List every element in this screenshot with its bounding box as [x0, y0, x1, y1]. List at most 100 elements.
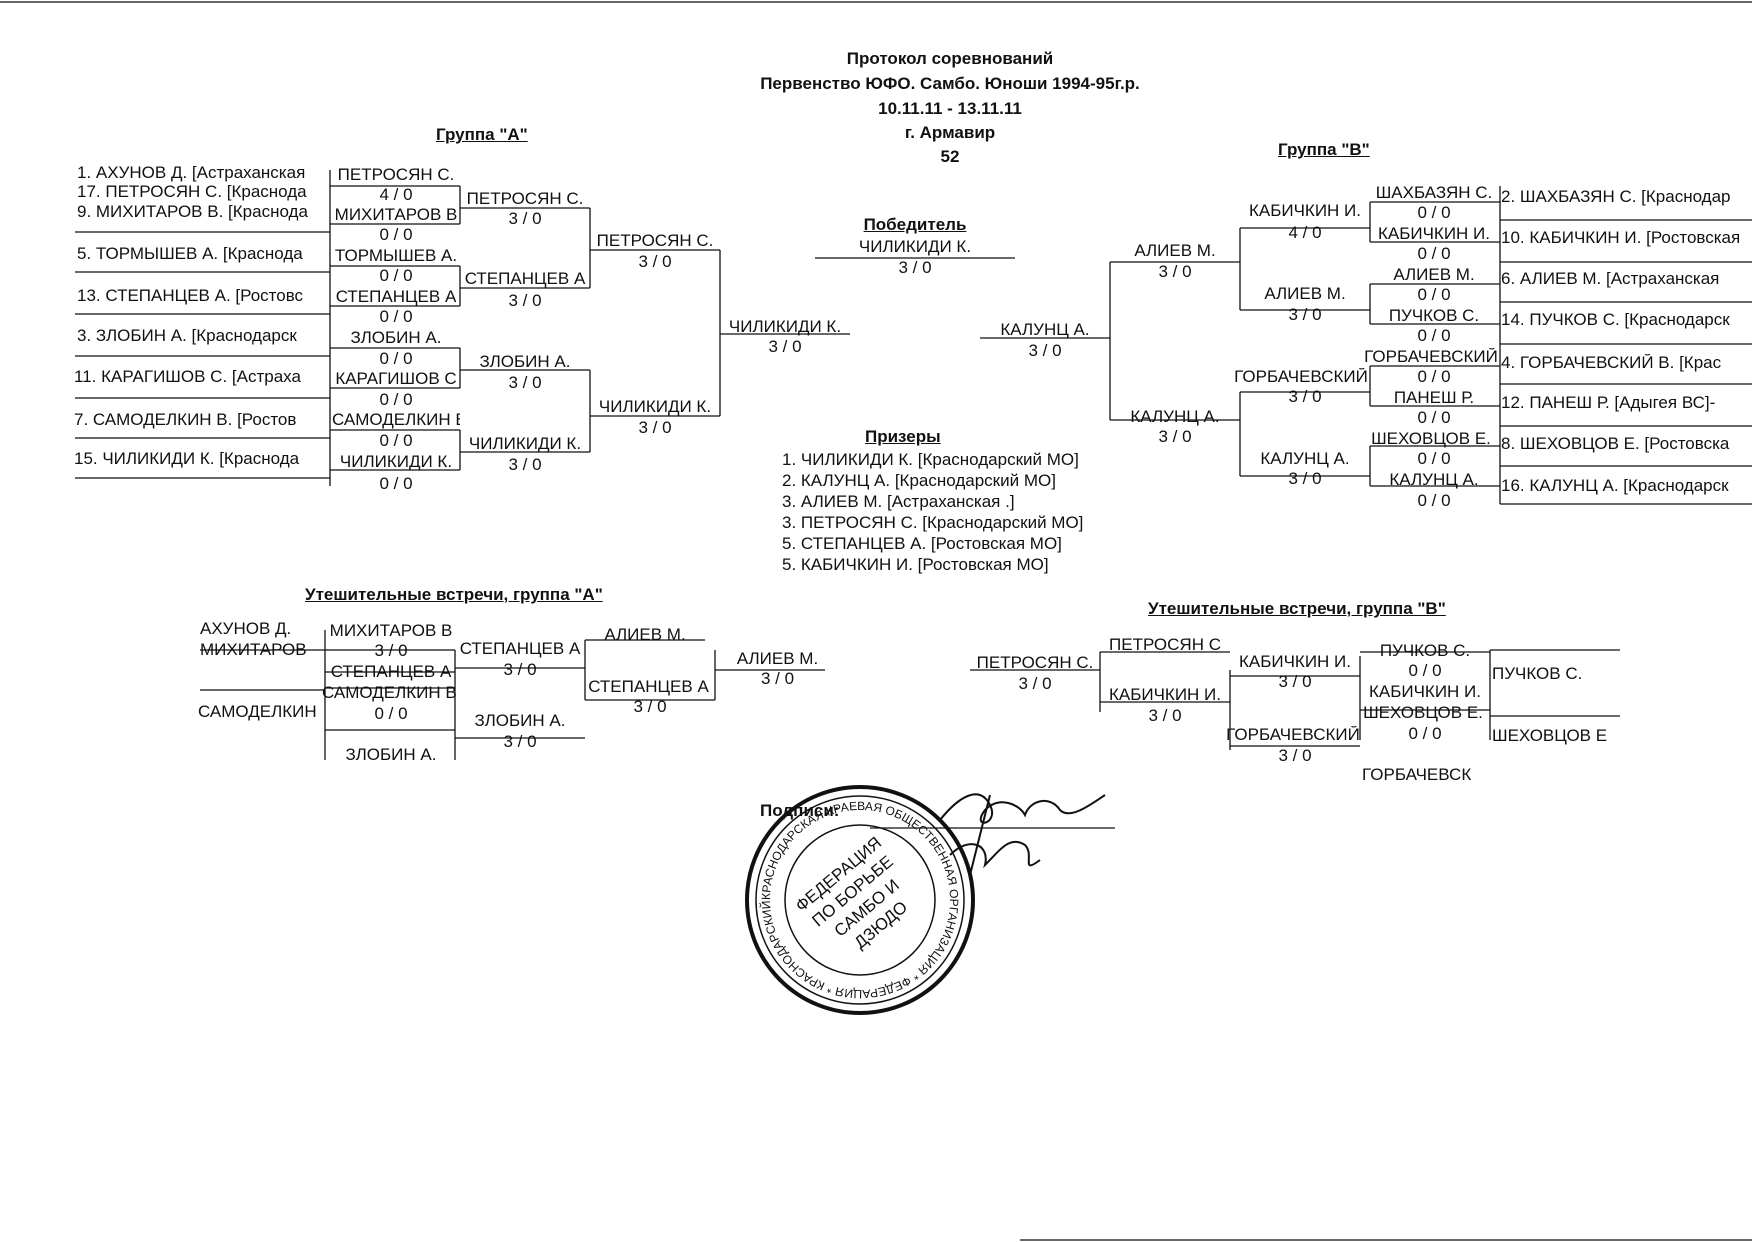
rep-a-m6-score: 3 / 0 [760, 670, 795, 688]
group-a-entry: 5. ТОРМЫШЕВ А. [Краснода [77, 245, 303, 263]
b-r2-winner: КАЛУНЦ А. [1260, 450, 1350, 468]
b-r1-winner: ШЕХОВЦОВ Е. [1371, 430, 1491, 448]
rep-a-m1-score: 3 / 0 [374, 642, 408, 660]
a-r1-score: 0 / 0 [379, 391, 413, 409]
b-r1-score: 0 / 0 [1417, 450, 1451, 468]
winner-title: Победитель [863, 216, 967, 234]
b-r1-score: 0 / 0 [1417, 409, 1451, 427]
rep-a-m2: САМОДЕЛКИН В [322, 684, 456, 702]
b-r1-winner: АЛИЕВ М. [1393, 266, 1475, 284]
b-r2-score: 3 / 0 [1288, 470, 1322, 488]
b-r1-score: 0 / 0 [1417, 204, 1451, 222]
rep-b-m5-score: 0 / 0 [1408, 725, 1442, 743]
a-r2-winner: ПЕТРОСЯН С. [466, 190, 584, 208]
b-r1-score: 0 / 0 [1417, 286, 1451, 304]
a-r1-winner: МИХИТАРОВ В [334, 206, 458, 224]
b-r2-score: 3 / 0 [1288, 388, 1322, 406]
rep-b-out: ПУЧКОВ С. [1492, 665, 1583, 683]
event-city: г. Армавир [904, 124, 996, 142]
a-r1-winner: ЗЛОБИН А. [350, 329, 442, 347]
group-a-entry: 3. ЗЛОБИН А. [Краснодарск [77, 327, 297, 345]
rep-a-m5: СТЕПАНЦЕВ А [588, 678, 709, 696]
a-r3-score: 3 / 0 [638, 419, 672, 437]
rep-a-m5-top: АЛИЕВ М. [604, 626, 686, 644]
prizes-title: Призеры [865, 428, 941, 446]
b-r1-score: 0 / 0 [1417, 492, 1451, 510]
rep-a-m1b: СТЕПАНЦЕВ А [330, 663, 452, 681]
a-r1-score: 0 / 0 [379, 432, 413, 450]
rep-b-m2-score: 3 / 0 [1148, 707, 1182, 725]
group-b-title: Группа "В" [1278, 141, 1370, 159]
rep-b-m3-score: 3 / 0 [1278, 673, 1312, 691]
b-r1-winner: ПУЧКОВ С. [1388, 307, 1480, 325]
b-r2-score: 4 / 0 [1288, 224, 1322, 242]
rep-a-seed: САМОДЕЛКИН [198, 703, 317, 721]
a-r2-winner: ЗЛОБИН А. [479, 353, 571, 371]
b-r3-winner: АЛИЕВ М. [1134, 242, 1216, 260]
b-r3-score: 3 / 0 [1158, 428, 1192, 446]
repechage-b-title: Утешительные встречи, группа "В" [1148, 600, 1446, 618]
a-r1-winner: ЧИЛИКИДИ К. [339, 453, 453, 471]
group-a-entry: 1. АХУНОВ Д. [Астраханская [77, 164, 306, 182]
b-r1-score: 0 / 0 [1417, 327, 1451, 345]
b-r1-score: 0 / 0 [1417, 245, 1451, 263]
b-r2-winner: ГОРБАЧЕВСКИЙ [1234, 368, 1368, 386]
b-r2-winner: КАБИЧКИН И. [1248, 202, 1361, 220]
a-r3-winner: ПЕТРОСЯН С. [596, 232, 714, 250]
winner-name: ЧИЛИКИДИ К. [858, 238, 972, 256]
rep-b-m2-top: ПЕТРОСЯН С [1109, 636, 1221, 654]
rep-b-m3b-score: 3 / 0 [1278, 747, 1312, 765]
rep-b-m3: КАБИЧКИН И. [1238, 653, 1351, 671]
prize-item: 3. ПЕТРОСЯН С. [Краснодарский МО] [782, 514, 1084, 532]
organization-stamp: КРАСНОДАРСКАЯ КРАЕВАЯ ОБЩЕСТВЕННАЯ ОРГАН… [740, 780, 975, 1015]
winner-score: 3 / 0 [898, 259, 932, 277]
b-r1-winner: ШАХБАЗЯН С. [1375, 184, 1493, 202]
rep-a-seed: МИХИТАРОВ [200, 641, 307, 659]
rep-a-m3-score: 3 / 0 [503, 661, 537, 679]
rep-a-m3: СТЕПАНЦЕВ А [459, 640, 581, 658]
prize-item: 1. ЧИЛИКИДИ К. [Краснодарский МО] [782, 451, 1079, 469]
rep-b-m5: ШЕХОВЦОВ Е. [1363, 704, 1483, 722]
rep-b-m1-score: 3 / 0 [1018, 675, 1052, 693]
a-final-score: 3 / 0 [768, 338, 802, 356]
event-dates: 10.11.11 - 13.11.11 [878, 100, 1022, 118]
b-r2-score: 3 / 0 [1288, 306, 1322, 324]
rep-a-m5-score: 3 / 0 [633, 698, 667, 716]
a-r2-score: 3 / 0 [508, 210, 542, 228]
prize-item: 5. СТЕПАНЦЕВ А. [Ростовская МО] [782, 535, 1062, 553]
a-r1-winner: ПЕТРОСЯН С. [337, 166, 455, 184]
group-a-entry: 9. МИХИТАРОВ В. [Краснода [77, 203, 308, 221]
group-b-entry: 2. ШАХБАЗЯН С. [Краснодар [1501, 188, 1731, 206]
repechage-a-title: Утешительные встречи, группа "А" [305, 586, 603, 604]
b-r3-winner: КАЛУНЦ А. [1130, 408, 1220, 426]
rep-b-m4: ПУЧКОВ С. [1379, 642, 1471, 660]
group-a-entry: 13. СТЕПАНЦЕВ А. [Ростовс [77, 287, 304, 305]
b-r1-winner: КАЛУНЦ А. [1389, 471, 1479, 489]
a-r1-winner: КАРАГИШОВ С [335, 370, 457, 388]
a-r3-score: 3 / 0 [638, 253, 672, 271]
rep-a-seed: АХУНОВ Д. [200, 620, 292, 638]
rep-b-out: ШЕХОВЦОВ Е [1492, 727, 1608, 745]
b-r1-winner: КАБИЧКИН И. [1377, 225, 1490, 243]
group-b-entry: 14. ПУЧКОВ С. [Краснодарск [1501, 311, 1730, 329]
a-r2-winner: ЧИЛИКИДИ К. [468, 435, 582, 453]
group-b-entry: 16. КАЛУНЦ А. [Краснодарск [1501, 477, 1729, 495]
a-r2-score: 3 / 0 [508, 456, 542, 474]
a-r1-score: 0 / 0 [379, 226, 413, 244]
a-r1-score: 0 / 0 [379, 308, 413, 326]
event-name: Первенство ЮФО. Самбо. Юноши 1994-95г.р. [760, 75, 1140, 93]
rep-a-m4-score: 3 / 0 [503, 733, 537, 751]
b-final-winner: КАЛУНЦ А. [1000, 321, 1090, 339]
group-a-entry: 7. САМОДЕЛКИН В. [Ростов [74, 411, 297, 429]
rep-a-m6: АЛИЕВ М. [736, 650, 819, 668]
group-b-entry: 6. АЛИЕВ М. [Астраханская [1501, 270, 1720, 288]
prize-item: 5. КАБИЧКИН И. [Ростовская МО] [782, 556, 1049, 574]
group-b-entry: 12. ПАНЕШ Р. [Адыгея ВС]- [1501, 394, 1716, 412]
a-final-winner: ЧИЛИКИДИ К. [728, 318, 842, 336]
a-r2-score: 3 / 0 [508, 374, 542, 392]
group-b-entry: 10. КАБИЧКИН И. [Ростовская [1501, 229, 1741, 247]
a-r1-score: 4 / 0 [379, 186, 413, 204]
rep-b-m1: ПЕТРОСЯН С. [976, 654, 1094, 672]
